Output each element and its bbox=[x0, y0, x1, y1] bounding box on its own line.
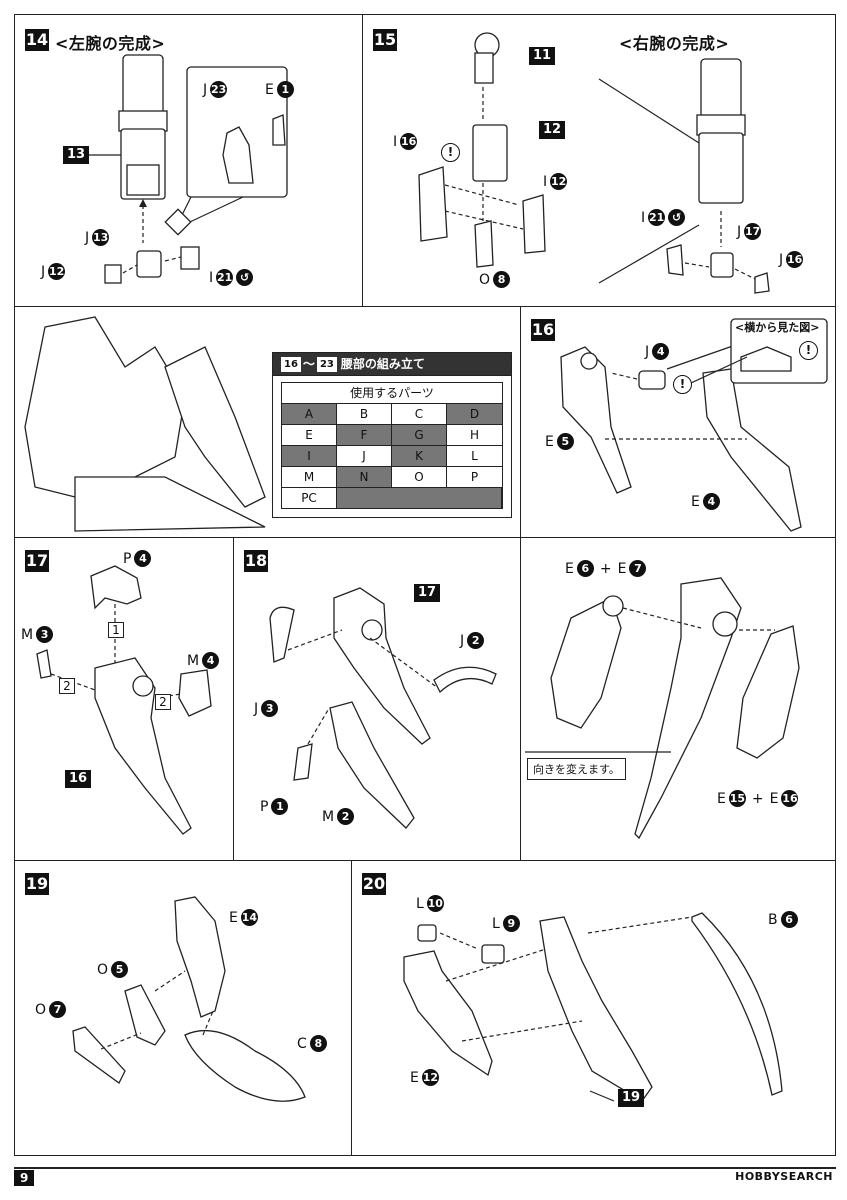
label-part-11: 11 bbox=[529, 47, 556, 65]
step-title: <左腕の完成> bbox=[55, 34, 166, 53]
step-17-illustration bbox=[36, 565, 212, 835]
parts-cell: C bbox=[392, 403, 447, 424]
parts-cell: N bbox=[337, 466, 392, 487]
rotate-icon: ↺ bbox=[668, 209, 686, 226]
step-16-illustration bbox=[560, 318, 828, 532]
step-number: 18 bbox=[244, 550, 268, 572]
parts-cell: M bbox=[282, 466, 337, 487]
parts-cell: I bbox=[282, 445, 337, 466]
label-part-16: 16 bbox=[65, 770, 92, 788]
parts-cell: O bbox=[392, 466, 447, 487]
footer-rule bbox=[14, 1167, 836, 1169]
parts-cell: G bbox=[392, 424, 447, 445]
warning-icon: ! bbox=[799, 341, 818, 360]
order-marker: 1 bbox=[108, 622, 124, 638]
warning-icon: ! bbox=[673, 375, 692, 394]
step-number: 20 bbox=[362, 873, 386, 895]
side-view-label: <横から見た図> bbox=[735, 321, 820, 334]
order-marker: 2 bbox=[59, 678, 75, 694]
parts-table-subheader: 使用するパーツ bbox=[350, 386, 434, 400]
parts-cell: L bbox=[447, 445, 502, 466]
watermark: HOBBYSEARCH bbox=[735, 1170, 833, 1183]
parts-cell: B bbox=[337, 403, 392, 424]
parts-cell: K bbox=[392, 445, 447, 466]
order-marker: 2 bbox=[155, 694, 171, 710]
label-part-13: 13 bbox=[63, 146, 90, 164]
step-number: 16 bbox=[531, 319, 555, 341]
step-number: 15 bbox=[373, 29, 397, 51]
step-14-illustration bbox=[83, 54, 288, 284]
orientation-note: 向きを変えます。 bbox=[527, 758, 626, 780]
step-number: 14 bbox=[25, 29, 49, 51]
parts-cell: A bbox=[282, 403, 337, 424]
label-part-17: 17 bbox=[414, 584, 441, 602]
parts-cell: P bbox=[447, 466, 502, 487]
step-18b-illustration bbox=[525, 577, 800, 840]
parts-cell: PC bbox=[282, 487, 337, 508]
step-title: <右腕の完成> bbox=[619, 34, 730, 53]
parts-cell: E bbox=[282, 424, 337, 445]
step-number: 17 bbox=[25, 550, 49, 572]
step-15-illustration bbox=[418, 32, 770, 294]
step-18-illustration bbox=[269, 587, 497, 829]
step-number: 19 bbox=[25, 873, 49, 895]
overview-illustration bbox=[24, 316, 266, 532]
parts-cell: F bbox=[337, 424, 392, 445]
page-number: 9 bbox=[14, 1170, 35, 1186]
step-20-illustration bbox=[403, 912, 783, 1102]
label-part-12: 12 bbox=[539, 121, 566, 139]
label-part-19: 19 bbox=[618, 1089, 645, 1107]
parts-table-header: 16 ～ 23 腰部の組み立て bbox=[273, 353, 511, 375]
warning-icon: ! bbox=[441, 143, 460, 162]
parts-cell-empty bbox=[337, 487, 502, 508]
parts-cell: D bbox=[447, 403, 502, 424]
parts-cell: H bbox=[447, 424, 502, 445]
rotate-icon: ↺ bbox=[236, 269, 254, 286]
parts-cell: J bbox=[337, 445, 392, 466]
step-19-illustration bbox=[72, 896, 306, 1102]
